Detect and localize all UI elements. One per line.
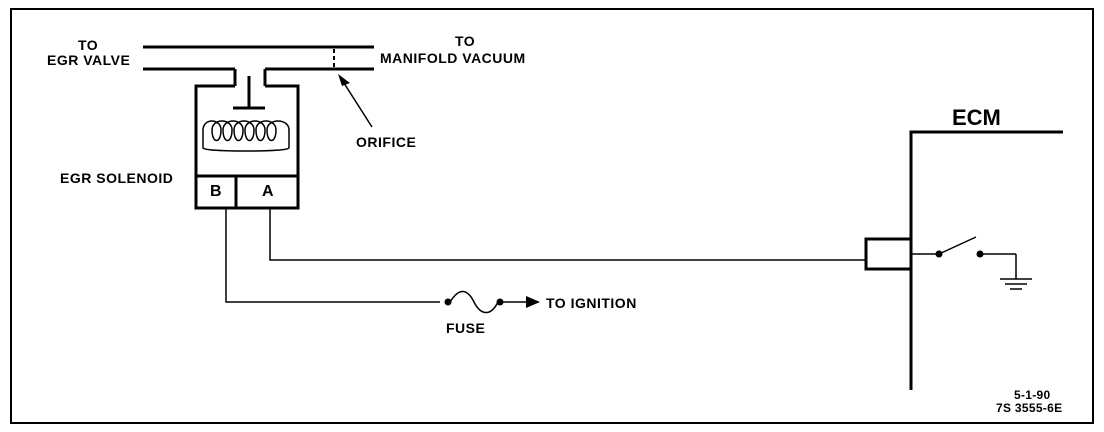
ecm-switch [938, 236, 977, 255]
ecm-outline [909, 130, 1063, 390]
to-egr-label-line2: EGR VALVE [47, 52, 131, 68]
terminal-b-label: B [210, 183, 222, 200]
terminal-a-label: A [262, 183, 274, 200]
diagram-border [10, 8, 1094, 424]
fuse-label: FUSE [446, 320, 486, 336]
egr-solenoid-body [194, 84, 300, 210]
fuse-terminal-left [444, 298, 452, 306]
switch-contact-right [976, 250, 984, 258]
orifice-label: ORIFICE [356, 134, 417, 150]
wire-terminal-b [225, 208, 440, 303]
to-vacuum-label-line1: TO [455, 33, 476, 49]
solenoid-coil [202, 120, 290, 152]
switch-contact-left [935, 250, 943, 258]
egr-solenoid-label: EGR SOLENOID [60, 170, 174, 186]
fuse-terminal-right [496, 298, 504, 306]
ignition-arrowhead [526, 296, 540, 308]
fuse-symbol [449, 290, 499, 314]
figure-code: 7S 3555-6E [996, 401, 1063, 415]
ecm-connector [864, 237, 913, 271]
wire-terminal-a [269, 208, 866, 261]
ecm-label: ECM [952, 105, 1001, 130]
to-ignition-label: TO IGNITION [546, 295, 637, 311]
ground-icon [1000, 278, 1032, 290]
date-code: 5-1-90 [1014, 388, 1051, 402]
orifice-leader [341, 79, 373, 128]
vacuum-tube [143, 45, 374, 86]
to-vacuum-label-line2: MANIFOLD VACUUM [380, 50, 526, 66]
to-egr-label-line1: TO [78, 37, 99, 53]
orifice-arrowhead [338, 74, 350, 86]
plunger [233, 76, 265, 110]
